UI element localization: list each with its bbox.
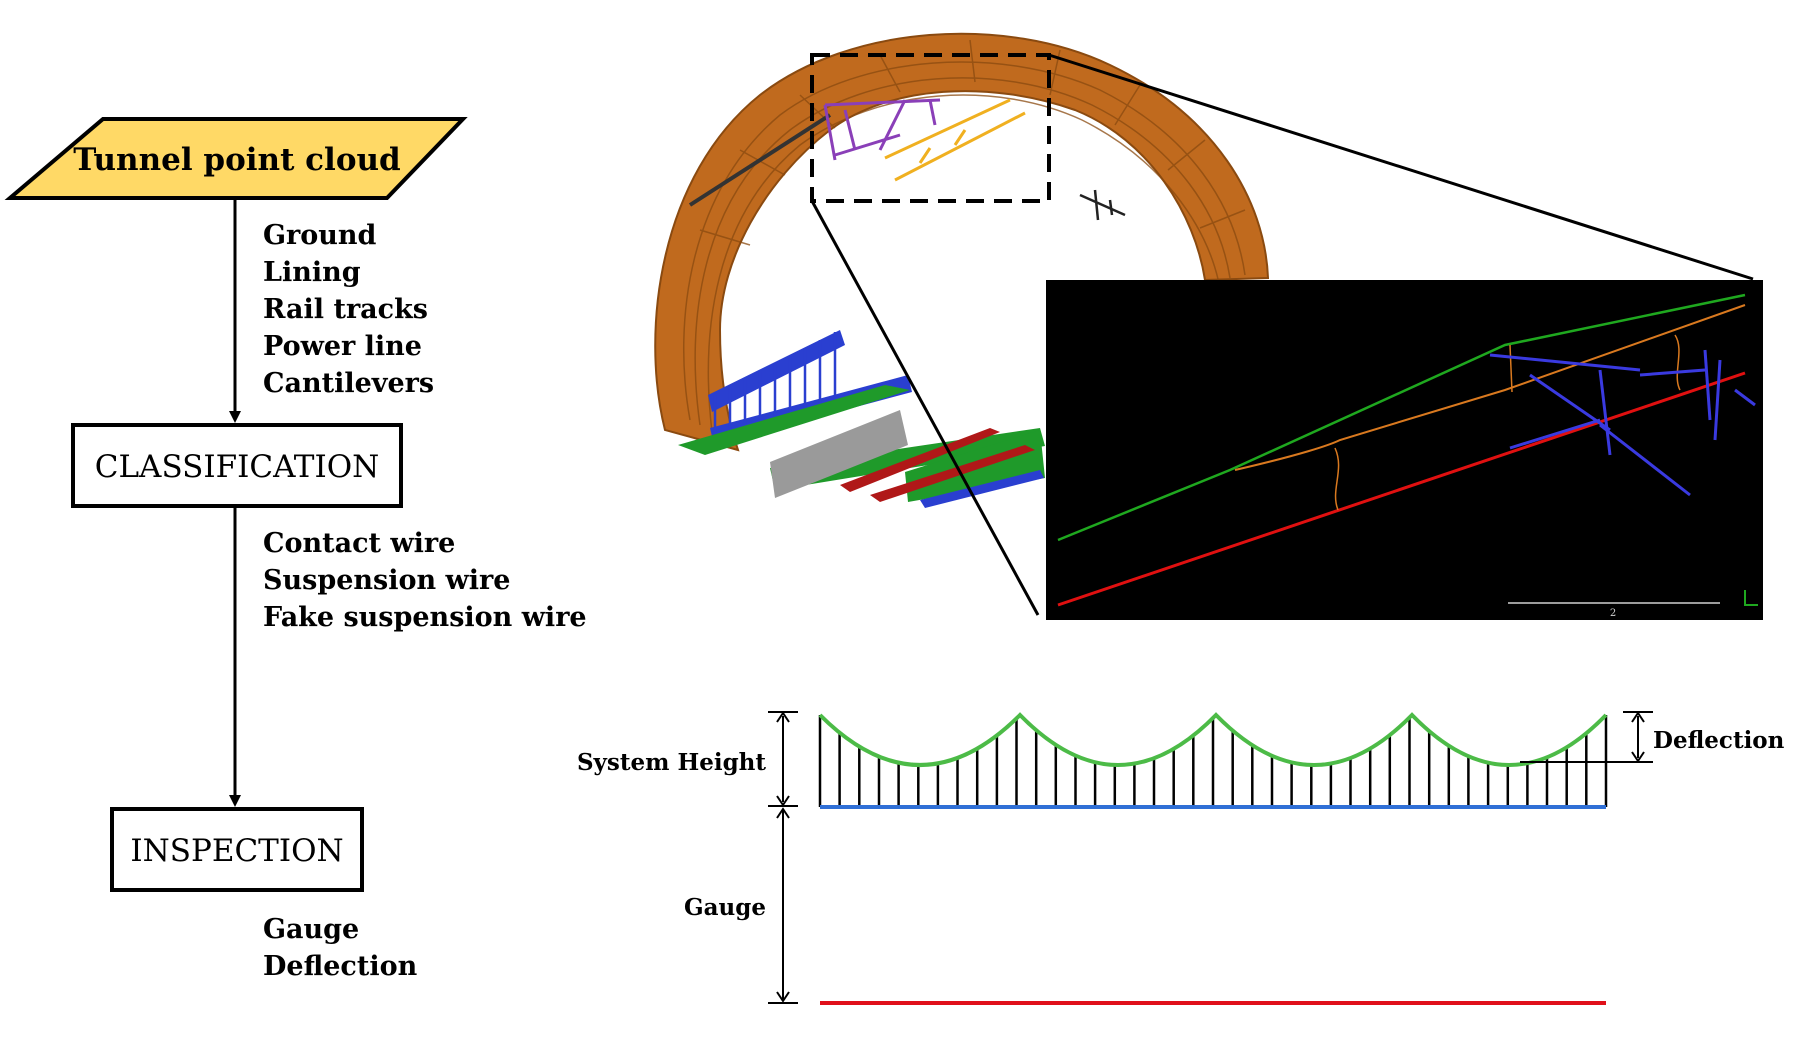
list-item: Suspension wire	[263, 565, 510, 596]
input-parallelogram	[4, 117, 468, 200]
deflection-label: Deflection	[1653, 727, 1785, 754]
suspension-wire-3d	[884, 98, 1026, 182]
inset-axis-indicator	[1744, 590, 1758, 606]
list-item: Deflection	[263, 951, 418, 982]
step1-list: Ground Lining Rail tracks Power line Can…	[263, 220, 434, 399]
tunnel-point-cloud-view: 2	[654, 32, 1763, 620]
droppers	[818, 715, 1608, 807]
list-item: Cantilevers	[263, 368, 434, 399]
cantilever-structure	[823, 98, 941, 161]
inspection-box	[110, 807, 364, 892]
inset-suspension-wire	[1057, 293, 1746, 542]
gauge-label: Gauge	[684, 894, 766, 921]
list-item: Lining	[263, 257, 361, 288]
catenary-diagram: System Height Gauge Deflection	[577, 711, 1785, 1005]
right-cantilever	[1079, 189, 1126, 221]
ground-and-tracks	[678, 385, 1045, 508]
inspection-label: INSPECTION	[130, 833, 343, 869]
list-item: Contact wire	[263, 528, 455, 559]
zoom-connector-bottom	[810, 200, 1040, 616]
inset-rail	[1057, 371, 1746, 607]
input-label: Tunnel point cloud	[73, 142, 400, 178]
inset-zoom-view: 2	[1046, 280, 1763, 620]
zoom-region-box	[810, 53, 1051, 203]
system-height-dimension	[768, 711, 798, 807]
deflection-dimension	[1520, 711, 1653, 763]
system-height-label: System Height	[577, 749, 766, 776]
list-item: Rail tracks	[263, 294, 428, 325]
list-item: Power line	[263, 331, 422, 362]
step2-list: Contact wire Suspension wire Fake suspen…	[263, 528, 587, 633]
list-item: Gauge	[263, 914, 359, 945]
list-item: Fake suspension wire	[263, 602, 587, 633]
gauge-dimension	[768, 807, 798, 1004]
list-item: Ground	[263, 220, 377, 251]
zoom-connector-top	[1048, 53, 1754, 281]
flowchart: Tunnel point cloud Ground Lining Rail tr…	[4, 117, 587, 982]
classification-box	[71, 423, 403, 508]
classification-label: CLASSIFICATION	[95, 449, 380, 485]
inset-background	[1046, 280, 1763, 620]
inset-scale-label: 2	[1610, 608, 1616, 619]
lining-cable	[688, 113, 832, 207]
inset-droppers	[1334, 334, 1681, 511]
inset-cantilever	[1489, 349, 1756, 497]
inset-contact-wire	[1234, 304, 1746, 471]
step3-list: Gauge Deflection	[263, 914, 418, 982]
suspension-wire-curve	[818, 712, 1608, 767]
